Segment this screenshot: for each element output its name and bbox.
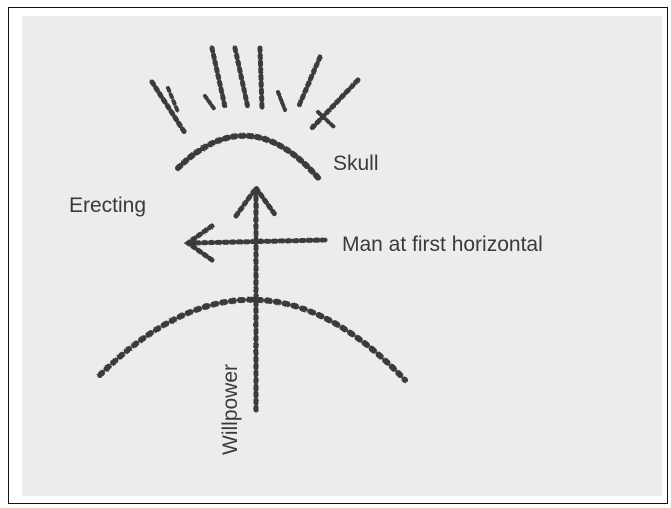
willpower-arc <box>100 300 405 380</box>
skull-arc <box>178 136 320 180</box>
label-erecting: Erecting <box>69 194 146 217</box>
ray-5 <box>260 48 262 108</box>
ray-8 <box>205 96 215 110</box>
label-skull: Skull <box>333 152 379 175</box>
ray-7 <box>312 80 358 128</box>
ray-6 <box>298 57 320 108</box>
ray-9 <box>278 92 285 110</box>
ray-4 <box>235 48 248 108</box>
label-man-at-first-horizontal: Man at first horizontal <box>342 233 543 256</box>
horizontal-line <box>190 240 325 243</box>
ray-3 <box>212 48 225 107</box>
label-willpower: Willpower <box>219 364 242 455</box>
